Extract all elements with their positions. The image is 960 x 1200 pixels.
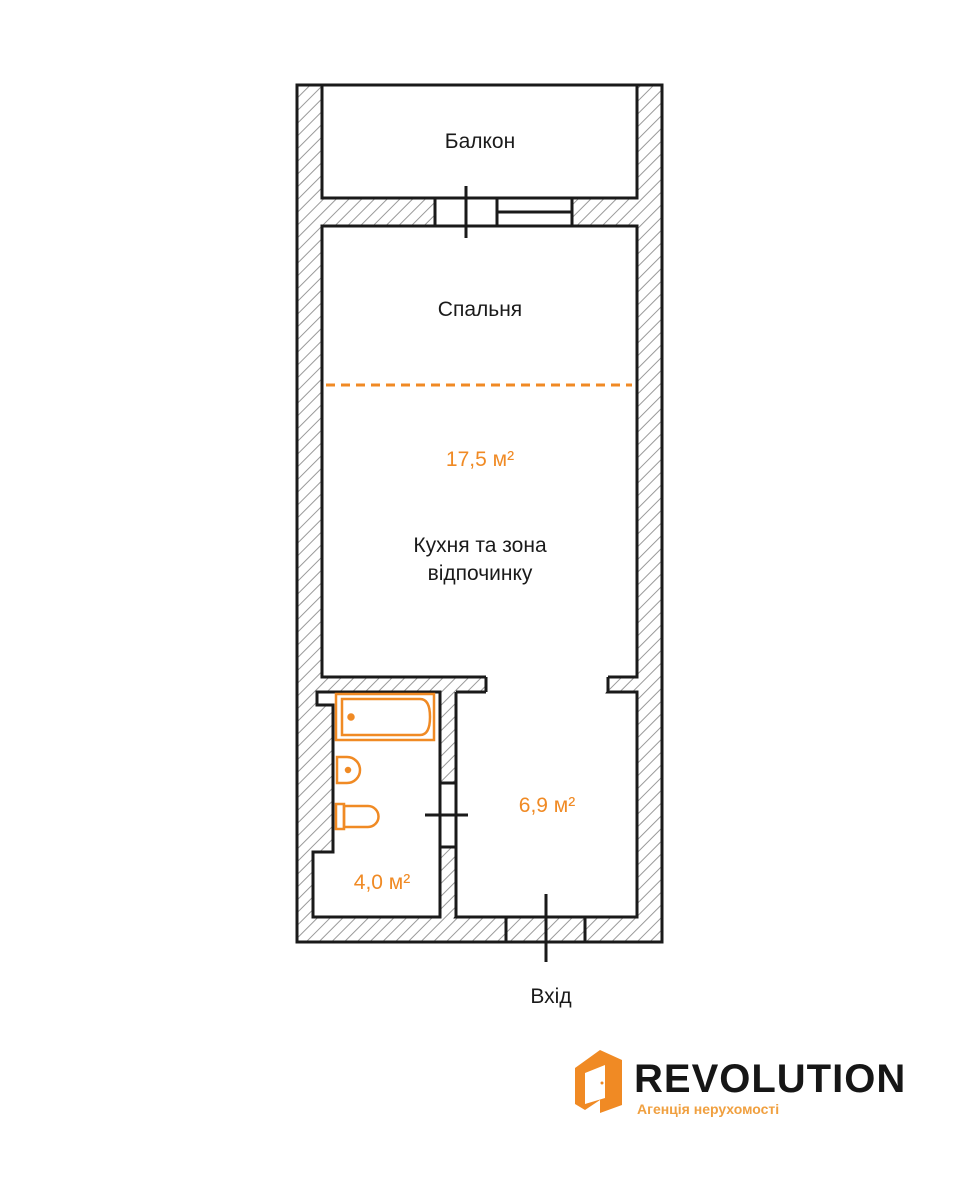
bedroom-label: Спальня bbox=[438, 298, 522, 321]
balcony-room bbox=[320, 83, 639, 200]
living-label-line2: відпочинку bbox=[428, 562, 533, 585]
living-hall-opening bbox=[486, 674, 608, 696]
living-area: 17,5 м² bbox=[446, 448, 514, 471]
revolution-logo-icon bbox=[575, 1050, 622, 1113]
bathroom-room bbox=[311, 690, 442, 919]
entrance-label: Вхід bbox=[530, 985, 571, 1008]
logo-tagline: Агенція нерухомості bbox=[637, 1101, 779, 1117]
sink-icon bbox=[335, 755, 362, 785]
living-label-line1: Кухня та зона bbox=[413, 534, 547, 557]
balcony-label: Балкон bbox=[445, 130, 515, 153]
toilet-icon bbox=[334, 802, 380, 831]
bathtub-icon bbox=[334, 692, 436, 742]
hallway-area: 6,9 м² bbox=[519, 794, 575, 817]
logo-name: REVOLUTION bbox=[634, 1057, 906, 1101]
bathroom-area: 4,0 м² bbox=[354, 871, 410, 894]
